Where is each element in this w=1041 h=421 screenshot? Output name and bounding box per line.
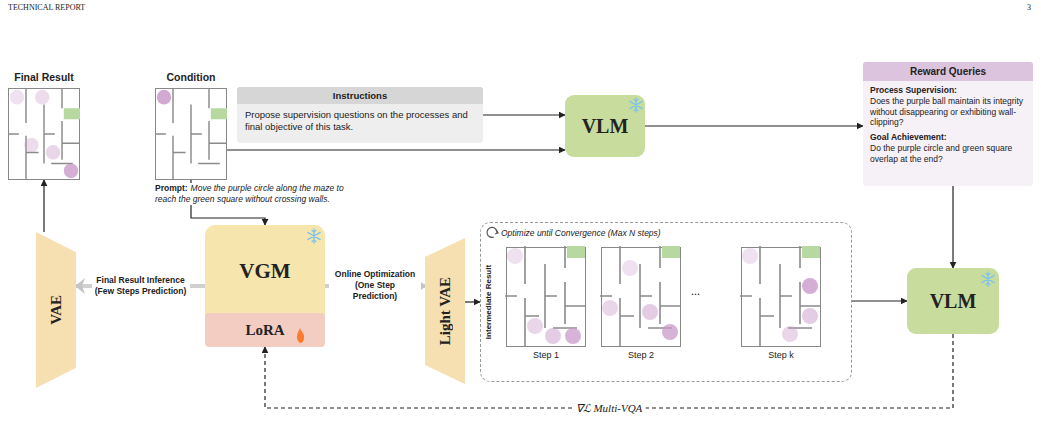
- node-text: Instructions: [237, 87, 483, 104]
- step-maze: Step 2: [601, 247, 681, 347]
- maze-walls: [155, 88, 227, 180]
- page-header: 3: [1027, 3, 1031, 12]
- node-text: Propose supervision questions on the pro…: [237, 104, 483, 138]
- connector-arrow: [952, 186, 953, 268]
- instruction-box: InstructionsPropose supervision question…: [237, 87, 483, 143]
- maze-step: [505, 246, 585, 346]
- node-text: VGM: [205, 259, 325, 284]
- node-text: Goal Achievement:: [863, 128, 1033, 142]
- node-text: VLM: [930, 290, 977, 313]
- node-text: Reward Queries: [863, 62, 1033, 81]
- node-text: LoRA: [245, 322, 284, 339]
- edge-label: Online Optimization (One Step Prediction…: [329, 269, 421, 302]
- prompt-text: Prompt:Move the purple circle along the …: [155, 183, 355, 205]
- connector-arrow: [465, 301, 480, 302]
- connector-arrow: [852, 300, 907, 301]
- node-text: VLM: [582, 115, 629, 138]
- trapezoid-fill: [36, 232, 76, 388]
- page-header: TECHNICAL REPORT: [8, 3, 85, 12]
- node-text: Process Supervision:: [863, 81, 1033, 95]
- maze-walls: [600, 246, 680, 346]
- connector-arrow: [43, 180, 44, 232]
- node-text: Optimize until Convergence (Max N steps): [501, 228, 661, 238]
- result-maze: Final Result: [8, 88, 80, 180]
- node-text: Step k: [768, 350, 794, 360]
- node-text: Light VAE: [437, 277, 454, 345]
- node-text: VAE: [48, 295, 65, 325]
- condition-maze: Condition: [155, 88, 227, 180]
- node-text: Condition: [167, 71, 216, 83]
- maze-walls: [505, 246, 585, 346]
- maze-step: [740, 246, 820, 346]
- trapezoid-fill: [425, 238, 465, 384]
- connector-arrow: [483, 114, 565, 115]
- maze-condition: [155, 88, 227, 180]
- reward-box: Reward QueriesProcess Supervision:Does t…: [863, 62, 1033, 186]
- connector-arrow: [227, 149, 565, 150]
- intermediate-group: Optimize until Convergence (Max N steps)…: [480, 222, 852, 382]
- step-maze: Step 1: [506, 247, 586, 347]
- step-maze: Step k: [741, 247, 821, 347]
- loop-icon: [495, 230, 498, 234]
- node-text: Does the purple ball maintain its integr…: [863, 95, 1033, 128]
- prompt-key: Prompt:: [155, 183, 188, 193]
- ellipsis: ...: [691, 284, 700, 299]
- lora-block: LoRA: [205, 313, 325, 347]
- vae-decoder: VAE: [36, 232, 76, 388]
- maze-walls: [8, 88, 80, 180]
- connector-arrow: [645, 125, 863, 126]
- vlm-block: VLM: [907, 268, 999, 334]
- node-text: Final Result: [14, 71, 74, 83]
- node-text: Step 2: [628, 350, 654, 360]
- light-vae: Light VAE: [425, 238, 465, 384]
- node-text: Do the purple circle and green square ov…: [863, 142, 1033, 164]
- edge-label: Final Result Inference (Few Steps Predic…: [92, 275, 190, 297]
- edge-label: ∇ℒ Multi-VQA: [573, 401, 646, 415]
- maze-final: [8, 88, 80, 180]
- node-text: Step 1: [533, 350, 559, 360]
- loop-icon: [487, 227, 497, 237]
- maze-walls: [740, 246, 820, 346]
- maze-step: [600, 246, 680, 346]
- vgm-block: VGM LoRA: [205, 225, 325, 347]
- vlm-block: VLM: [565, 95, 645, 157]
- node-text: Intermediate Result: [484, 265, 493, 339]
